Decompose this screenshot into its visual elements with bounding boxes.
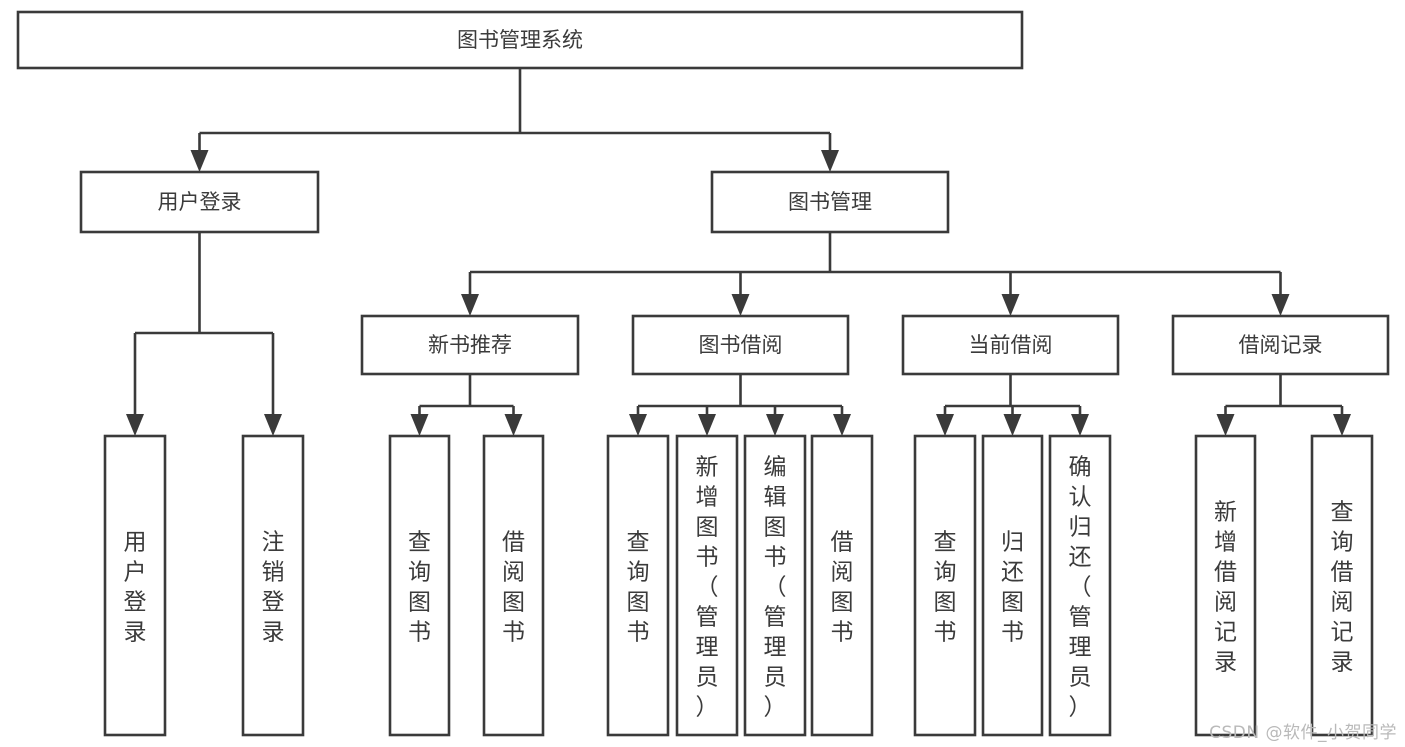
branch-book-borrow (629, 374, 851, 436)
arrow-head-icon (126, 414, 144, 436)
node-box (675, 434, 739, 737)
node-label: 查询图书 (627, 530, 650, 646)
node-leaf-user-login[interactable]: 用户登录 (103, 434, 167, 737)
arrow-head-icon (1001, 294, 1020, 316)
arrow-head-icon (821, 150, 839, 172)
arrow-head-icon (833, 414, 851, 436)
arrow-head-icon (1333, 414, 1351, 436)
node-leaf-add-book[interactable]: 新增图书（管理员） (675, 434, 739, 737)
node-leaf-query-book-2[interactable]: 查询图书 (606, 434, 670, 737)
node-label: 查询图书 (934, 530, 957, 646)
arrow-head-icon (698, 414, 716, 436)
node-label: 借阅记录 (1239, 333, 1323, 357)
node-label: 归还图书 (1001, 530, 1024, 646)
node-label: 借阅图书 (831, 530, 854, 646)
node-book-borrow[interactable]: 图书借阅 (631, 314, 850, 376)
node-box (79, 170, 320, 234)
node-label: 查询图书 (408, 530, 431, 646)
arrow-head-icon (1271, 294, 1290, 316)
branch-new-book-rec (410, 374, 523, 436)
arrow-head-icon (410, 414, 429, 436)
node-label: 新增图书（管理员） (696, 455, 719, 721)
node-leaf-edit-book[interactable]: 编辑图书（管理员） (743, 434, 807, 737)
node-current-borrow[interactable]: 当前借阅 (901, 314, 1120, 376)
node-new-book-rec[interactable]: 新书推荐 (360, 314, 580, 376)
node-label: 确认归还（管理员） (1069, 455, 1092, 721)
node-box (1194, 434, 1257, 737)
node-box (710, 170, 950, 234)
node-label: 查询借阅记录 (1331, 500, 1354, 676)
arrow-head-icon (766, 414, 784, 436)
node-box (241, 434, 305, 737)
arrow-head-icon (629, 414, 647, 436)
node-leaf-return-book[interactable]: 归还图书 (981, 434, 1044, 737)
node-label: 图书管理系统 (457, 28, 583, 52)
branch-current-borrow (936, 374, 1089, 436)
node-box (482, 434, 545, 737)
node-label: 用户登录 (158, 190, 242, 214)
arrow-head-icon (190, 150, 209, 172)
branch-borrow-record (1216, 374, 1351, 436)
node-label: 新增借阅记录 (1214, 500, 1237, 676)
node-box (810, 434, 874, 737)
node-label: 用户登录 (124, 530, 147, 646)
arrow-head-icon (1071, 414, 1089, 436)
arrow-head-icon (936, 414, 954, 436)
node-root[interactable]: 图书管理系统 (16, 10, 1024, 70)
node-leaf-query-book-1[interactable]: 查询图书 (388, 434, 451, 737)
node-borrow-record[interactable]: 借阅记录 (1171, 314, 1390, 376)
node-label: 借阅图书 (502, 530, 525, 646)
node-box (1171, 314, 1390, 376)
node-leaf-query-record[interactable]: 查询借阅记录 (1310, 434, 1374, 737)
arrow-head-icon (1216, 414, 1235, 436)
node-box (901, 314, 1120, 376)
branch-book-manage (461, 232, 1290, 316)
node-box (743, 434, 807, 737)
node-leaf-borrow-book-2[interactable]: 借阅图书 (810, 434, 874, 737)
node-box (103, 434, 167, 737)
node-label: 当前借阅 (969, 333, 1053, 357)
arrow-head-icon (731, 294, 750, 316)
node-label: 新书推荐 (428, 333, 512, 357)
node-box (913, 434, 977, 737)
node-box (1310, 434, 1374, 737)
node-box (360, 314, 580, 376)
node-box (606, 434, 670, 737)
node-leaf-borrow-book-1[interactable]: 借阅图书 (482, 434, 545, 737)
node-label: 图书管理 (788, 190, 872, 214)
node-book-manage[interactable]: 图书管理 (710, 170, 950, 234)
connectors-layer (126, 68, 1351, 436)
node-box (1048, 434, 1112, 737)
node-box (16, 10, 1024, 70)
node-box (631, 314, 850, 376)
node-label: 编辑图书（管理员） (764, 455, 787, 721)
node-leaf-add-record[interactable]: 新增借阅记录 (1194, 434, 1257, 737)
arrow-head-icon (461, 294, 479, 316)
arrow-head-icon (504, 414, 523, 436)
nodes-layer: 图书管理系统用户登录图书管理新书推荐图书借阅当前借阅借阅记录用户登录注销登录查询… (16, 10, 1390, 737)
branch-root (190, 68, 839, 172)
node-label: 注销登录 (262, 530, 285, 646)
node-label: 图书借阅 (699, 333, 783, 357)
arrow-head-icon (1003, 414, 1022, 436)
branch-user-login (126, 232, 282, 436)
csdn-watermark: CSDN @软件_小贺同学 (1209, 723, 1397, 743)
node-leaf-logout[interactable]: 注销登录 (241, 434, 305, 737)
node-leaf-confirm-return[interactable]: 确认归还（管理员） (1048, 434, 1112, 737)
arrow-head-icon (264, 414, 282, 436)
node-box (388, 434, 451, 737)
node-user-login[interactable]: 用户登录 (79, 170, 320, 234)
node-box (981, 434, 1044, 737)
node-leaf-query-book-3[interactable]: 查询图书 (913, 434, 977, 737)
